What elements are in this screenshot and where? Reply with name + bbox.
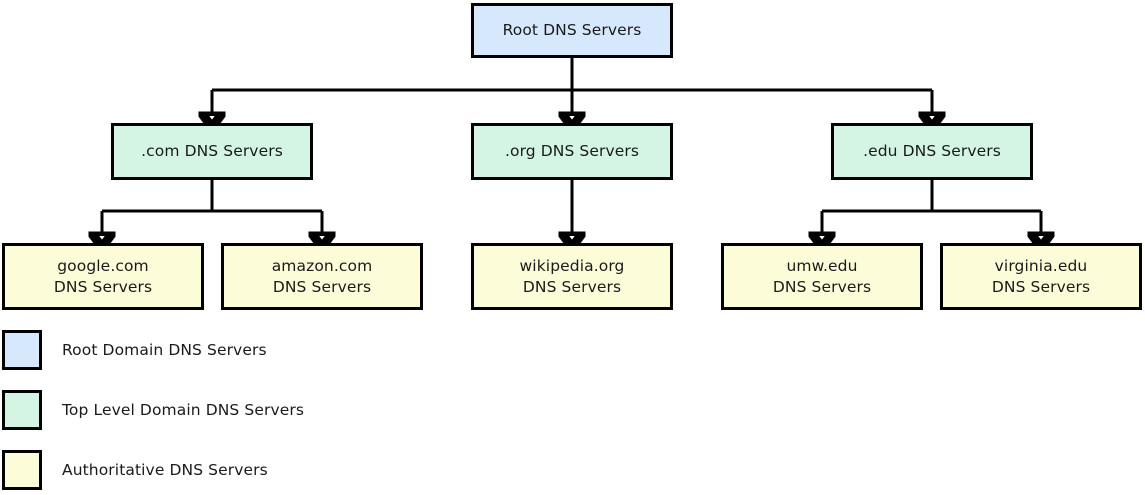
legend-swatch-top-level-domain [2, 390, 42, 430]
node-wikipedia-org-dns-servers[interactable]: wikipedia.org DNS Servers [471, 243, 673, 310]
node-umw-edu-dns-servers[interactable]: umw.edu DNS Servers [721, 243, 923, 310]
legend-label-root-domain: Root Domain DNS Servers [62, 341, 267, 359]
legend-label-top-level-domain: Top Level Domain DNS Servers [62, 401, 304, 419]
legend-swatch-authoritative [2, 450, 42, 490]
node-edu-dns-servers[interactable]: .edu DNS Servers [831, 123, 1033, 180]
node-root-dns-servers[interactable]: Root DNS Servers [471, 3, 673, 58]
node-com-dns-servers[interactable]: .com DNS Servers [111, 123, 313, 180]
node-amazon-com-dns-servers[interactable]: amazon.com DNS Servers [221, 243, 423, 310]
node-org-dns-servers[interactable]: .org DNS Servers [471, 123, 673, 180]
legend-label-authoritative: Authoritative DNS Servers [62, 461, 268, 479]
node-virginia-edu-dns-servers[interactable]: virginia.edu DNS Servers [940, 243, 1142, 310]
node-google-com-dns-servers[interactable]: google.com DNS Servers [2, 243, 204, 310]
legend-swatch-root-domain [2, 330, 42, 370]
